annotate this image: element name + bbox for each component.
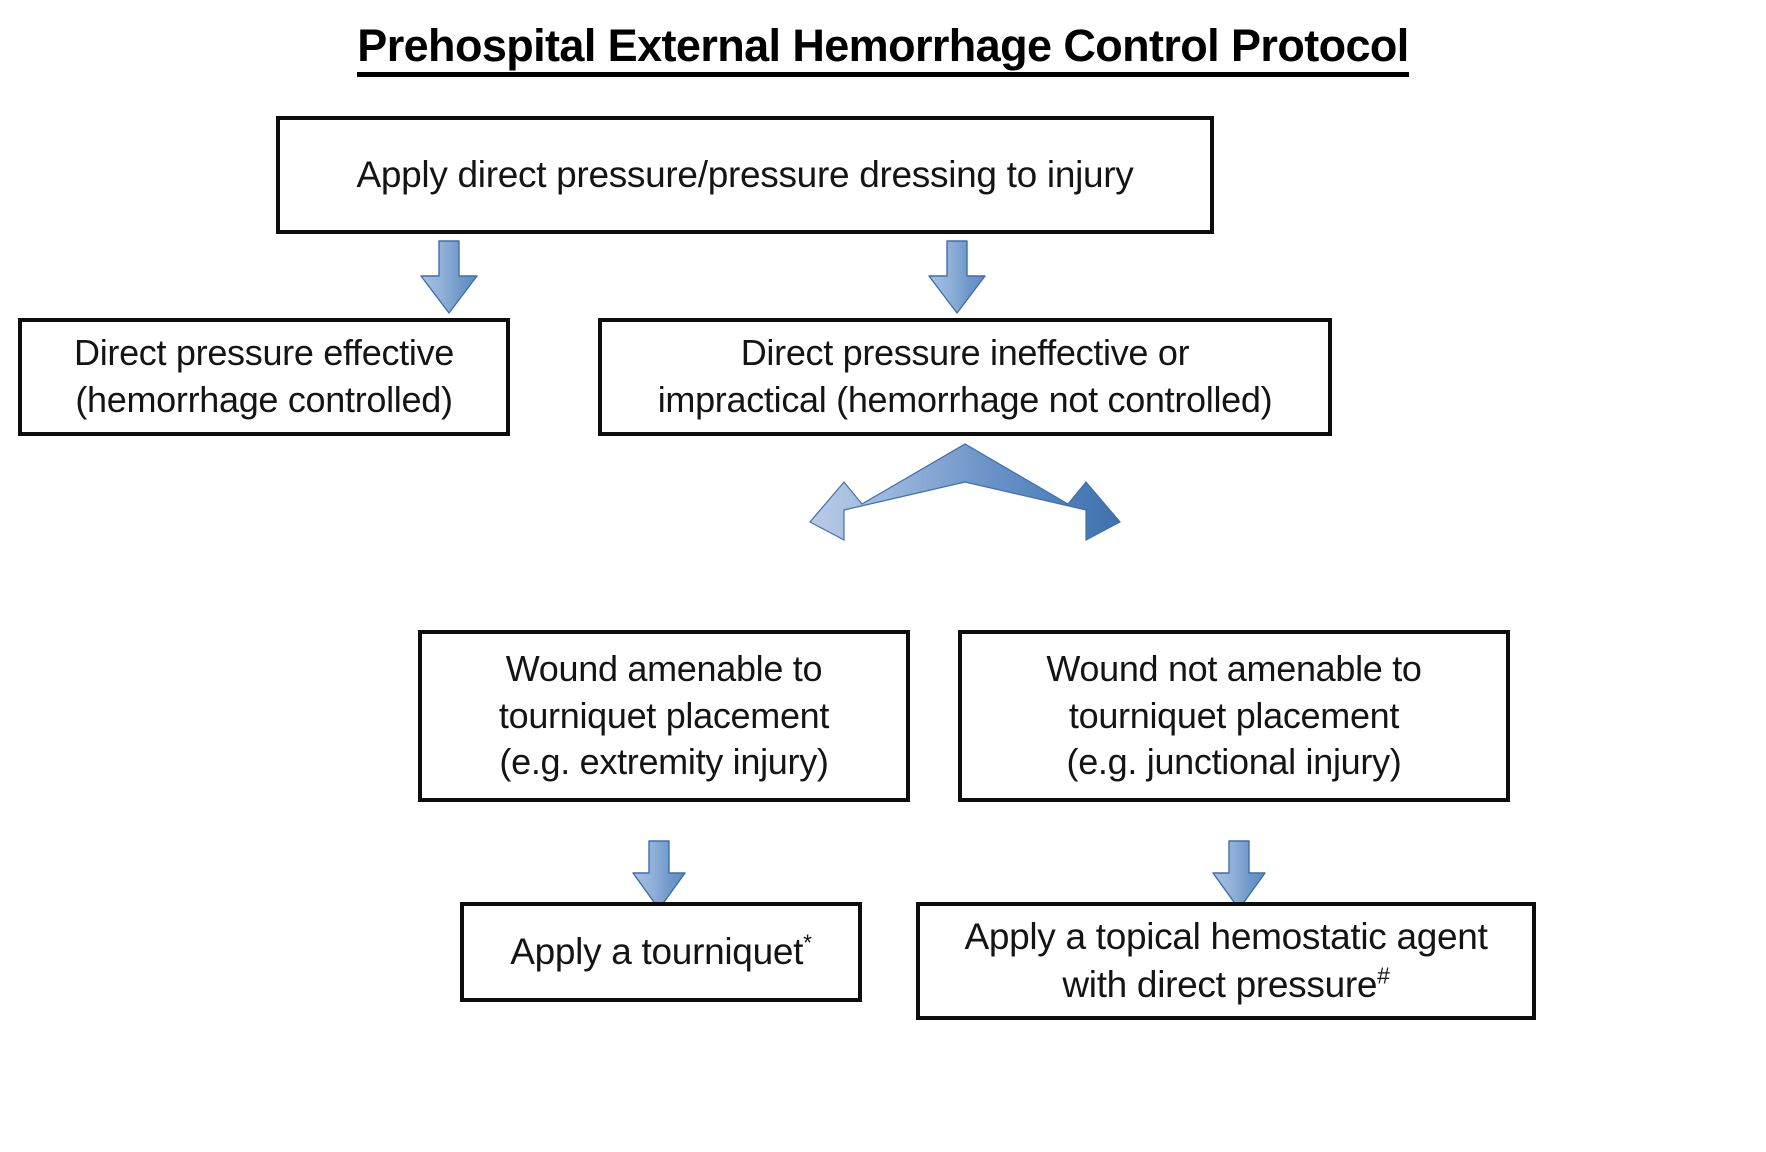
node-apply-hemostatic-agent-line2: with direct pressure [1062, 964, 1378, 1005]
node-direct-pressure-effective-line1: Direct pressure effective [74, 332, 454, 374]
node-wound-amenable-line2: tourniquet placement [498, 694, 830, 736]
node-wound-amenable-line3: (e.g. extremity injury) [499, 741, 829, 783]
node-wound-not-amenable-line2: tourniquet placement [1068, 694, 1400, 736]
arrow-down-to-effective-icon [418, 240, 480, 316]
arrow-down-to-tourniquet-icon [630, 840, 688, 912]
node-apply-hemostatic-agent-line1: Apply a topical hemostatic agent [964, 915, 1488, 957]
node-wound-amenable-line1: Wound amenable to [505, 647, 823, 689]
page-title: Prehospital External Hemorrhage Control … [0, 20, 1766, 78]
node-direct-pressure-ineffective-line2: impractical (hemorrhage not controlled) [657, 379, 1273, 420]
node-wound-not-amenable: Wound not amenable to tourniquet placeme… [958, 630, 1510, 802]
arrow-down-to-hemostatic-icon [1210, 840, 1268, 912]
node-wound-amenable: Wound amenable to tourniquet placement (… [418, 630, 910, 802]
node-apply-direct-pressure: Apply direct pressure/pressure dressing … [276, 116, 1214, 234]
node-apply-direct-pressure-label: Apply direct pressure/pressure dressing … [356, 153, 1134, 195]
node-apply-tourniquet-label: Apply a tourniquet [510, 930, 804, 972]
node-direct-pressure-effective-line2: (hemorrhage controlled) [75, 379, 453, 420]
page-title-text: Prehospital External Hemorrhage Control … [357, 22, 1409, 78]
node-apply-hemostatic-agent-superscript: # [1377, 962, 1390, 989]
node-apply-tourniquet-superscript: * [803, 929, 812, 956]
arrow-bent-double-bifurcation-icon [800, 436, 1130, 626]
node-wound-not-amenable-line1: Wound not amenable to [1046, 647, 1422, 689]
node-direct-pressure-ineffective-line1: Direct pressure ineffective or [740, 332, 1190, 374]
node-wound-not-amenable-line3: (e.g. junctional injury) [1066, 741, 1402, 783]
node-apply-hemostatic-agent: Apply a topical hemostatic agent with di… [916, 902, 1536, 1020]
node-apply-tourniquet: Apply a tourniquet* [460, 902, 862, 1002]
node-direct-pressure-ineffective: Direct pressure ineffective or impractic… [598, 318, 1332, 436]
arrow-down-to-ineffective-icon [926, 240, 988, 316]
node-direct-pressure-effective: Direct pressure effective (hemorrhage co… [18, 318, 510, 436]
